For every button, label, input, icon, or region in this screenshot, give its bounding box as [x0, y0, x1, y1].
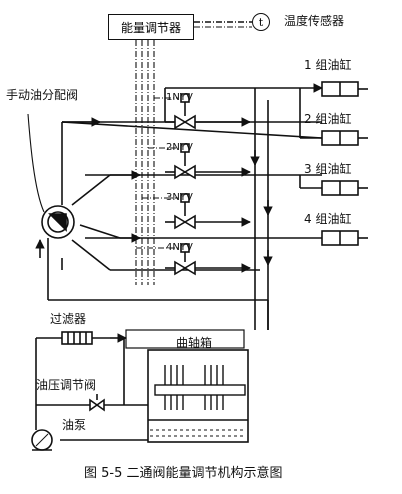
- energy-regulator-box: 能量调节器: [108, 14, 194, 40]
- solenoid-valve-2: [174, 143, 196, 180]
- cylinder-group-3: [321, 180, 368, 196]
- valve-label-4: 4NYV: [166, 242, 193, 253]
- filter: [61, 331, 93, 345]
- oil-pump-label: 油泵: [62, 418, 87, 432]
- solenoid-valve-4: [174, 243, 196, 276]
- crankshaft: [154, 365, 246, 410]
- cylinder-label-3: 3 组油缸: [304, 162, 352, 176]
- energy-regulator-label: 能量调节器: [120, 20, 181, 35]
- filter-label: 过滤器: [50, 312, 87, 326]
- valve-label-3: 3NYV: [166, 192, 193, 203]
- valve-label-1: 1NYV: [166, 92, 193, 103]
- cylinder-group-2: [321, 130, 368, 146]
- crankcase: [147, 349, 249, 443]
- figure-caption: 图 5-5 二通阀能量调节机构示意图: [84, 466, 283, 481]
- crankcase-label: 曲轴箱: [176, 336, 213, 350]
- pressure-valve-label: 油压调节阀: [36, 378, 97, 392]
- distribution-valve-label: 手动油分配阀: [6, 88, 79, 102]
- oil-pump: [31, 429, 53, 451]
- solenoid-valve-3: [174, 193, 196, 230]
- oil-line-2: [61, 121, 323, 139]
- cylinder-group-1: [321, 81, 368, 97]
- temperature-sensor-icon: t: [252, 13, 270, 31]
- oil-distribution-valve: [41, 205, 75, 239]
- pressure-regulating-valve: [89, 394, 105, 412]
- sensor-symbol: t: [258, 15, 264, 29]
- cylinder-label-4: 4 组油缸: [304, 212, 352, 226]
- cylinder-group-4: [321, 230, 368, 246]
- valve-label-2: 2NYV: [166, 142, 193, 153]
- cylinder-label-1: 1 组油缸: [304, 58, 352, 72]
- solenoid-valve-1: [174, 93, 196, 130]
- cylinder-label-2: 2 组油缸: [304, 112, 352, 126]
- temperature-sensor-label: 温度传感器: [284, 14, 345, 28]
